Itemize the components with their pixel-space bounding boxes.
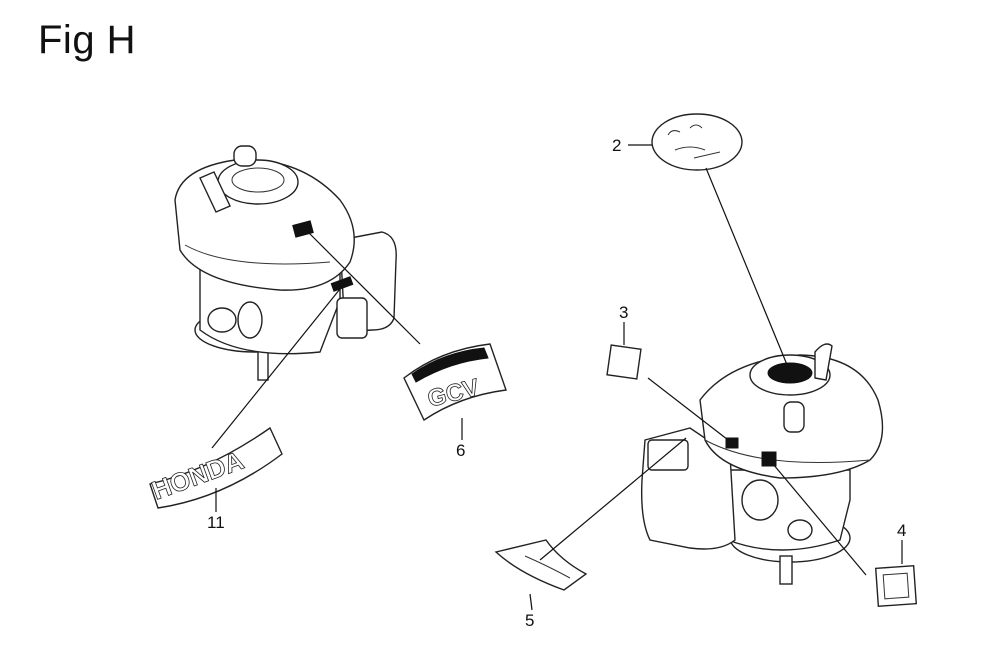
part-11-brand-decal: HONDA — [147, 426, 283, 509]
callout-6: 6 — [456, 441, 465, 460]
part-2-markings — [667, 124, 721, 159]
engine-left-pulley — [237, 301, 263, 339]
part-6-plate — [403, 343, 507, 422]
leader-6-to-engine — [305, 229, 421, 345]
callout-4: 4 — [897, 521, 906, 540]
engine-left-shroud-rim — [184, 244, 331, 265]
engine-left-handle — [199, 171, 231, 213]
part-4-inner — [882, 572, 910, 600]
engine-right-port — [787, 519, 813, 541]
engine-left-port — [207, 307, 237, 333]
part-2-oval — [651, 113, 743, 171]
engine-left-decal-spot-top — [292, 220, 314, 238]
leader-lines — [211, 144, 903, 611]
leader-11-to-engine — [211, 283, 345, 449]
engine-left-shaft — [257, 349, 269, 381]
figure-title: Fig H — [38, 18, 137, 62]
part-4-label — [874, 564, 918, 608]
engine-left — [174, 145, 397, 381]
engine-right-handle — [814, 343, 833, 381]
engine-right-shaft — [779, 555, 793, 585]
leader-5-short — [529, 593, 533, 611]
part-5-stripe — [524, 555, 571, 579]
engine-left-starter-inner — [231, 167, 285, 193]
part-2-starter-decal — [651, 113, 743, 171]
leader-3-to-engine — [647, 377, 733, 444]
engine-right-filter — [647, 439, 689, 471]
engine-left-starter — [217, 159, 299, 205]
engine-left-oil-cap — [233, 145, 257, 167]
part-6-model-decal: GCV — [403, 343, 507, 422]
part-4-plate — [874, 564, 918, 608]
engine-left-decal-spot-front — [330, 276, 354, 292]
leader-5-to-engine — [539, 437, 687, 561]
engine-right — [640, 343, 884, 585]
engine-right-body — [719, 469, 851, 551]
leader-2-to-engine — [705, 167, 791, 373]
callout-5: 5 — [525, 611, 534, 630]
callout-3: 3 — [619, 303, 628, 322]
leader-4-to-engine — [767, 457, 867, 576]
engine-right-pulley — [741, 479, 779, 521]
engine-right-starter-label-spot — [767, 362, 813, 384]
part-5-decal — [494, 539, 588, 591]
part-6-header-band — [411, 347, 489, 383]
engine-left-filter — [336, 297, 368, 339]
part-3-square-decal — [606, 344, 642, 380]
engine-right-oil-cap — [783, 401, 805, 433]
part-5-shape — [494, 539, 588, 591]
part-11-banner — [149, 426, 283, 509]
callout-11: 11 — [207, 513, 225, 532]
callout-2: 2 — [612, 136, 621, 155]
